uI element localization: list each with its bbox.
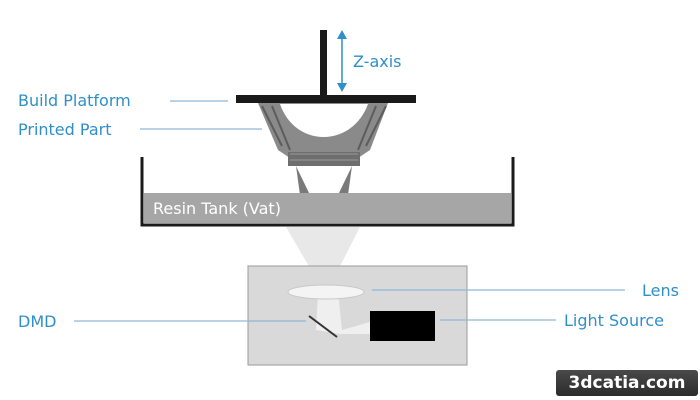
z-axis-arrow-up-head <box>337 30 347 39</box>
resin-tank-walls <box>140 157 515 227</box>
z-axis-rod <box>320 30 327 98</box>
printed-part <box>258 103 388 195</box>
build-platform-label: Build Platform <box>18 91 131 110</box>
z-axis-arrow-down-head <box>337 83 347 92</box>
lens-label: Lens <box>642 281 679 300</box>
resin-fill <box>144 193 511 223</box>
printed-part-label: Printed Part <box>18 120 111 139</box>
light-path <box>316 292 370 334</box>
dmd-label: DMD <box>18 312 56 331</box>
watermark: 3dcatia.com <box>556 370 698 396</box>
dmd-mirror <box>308 315 338 338</box>
resin-tank-label: Resin Tank (Vat) <box>153 199 281 218</box>
z-axis-label: Z-axis <box>353 52 402 71</box>
light-source-label: Light Source <box>564 311 664 330</box>
build-platform <box>236 95 416 103</box>
lens <box>287 284 365 300</box>
light-cone <box>286 227 360 282</box>
light-source-block <box>370 311 435 341</box>
